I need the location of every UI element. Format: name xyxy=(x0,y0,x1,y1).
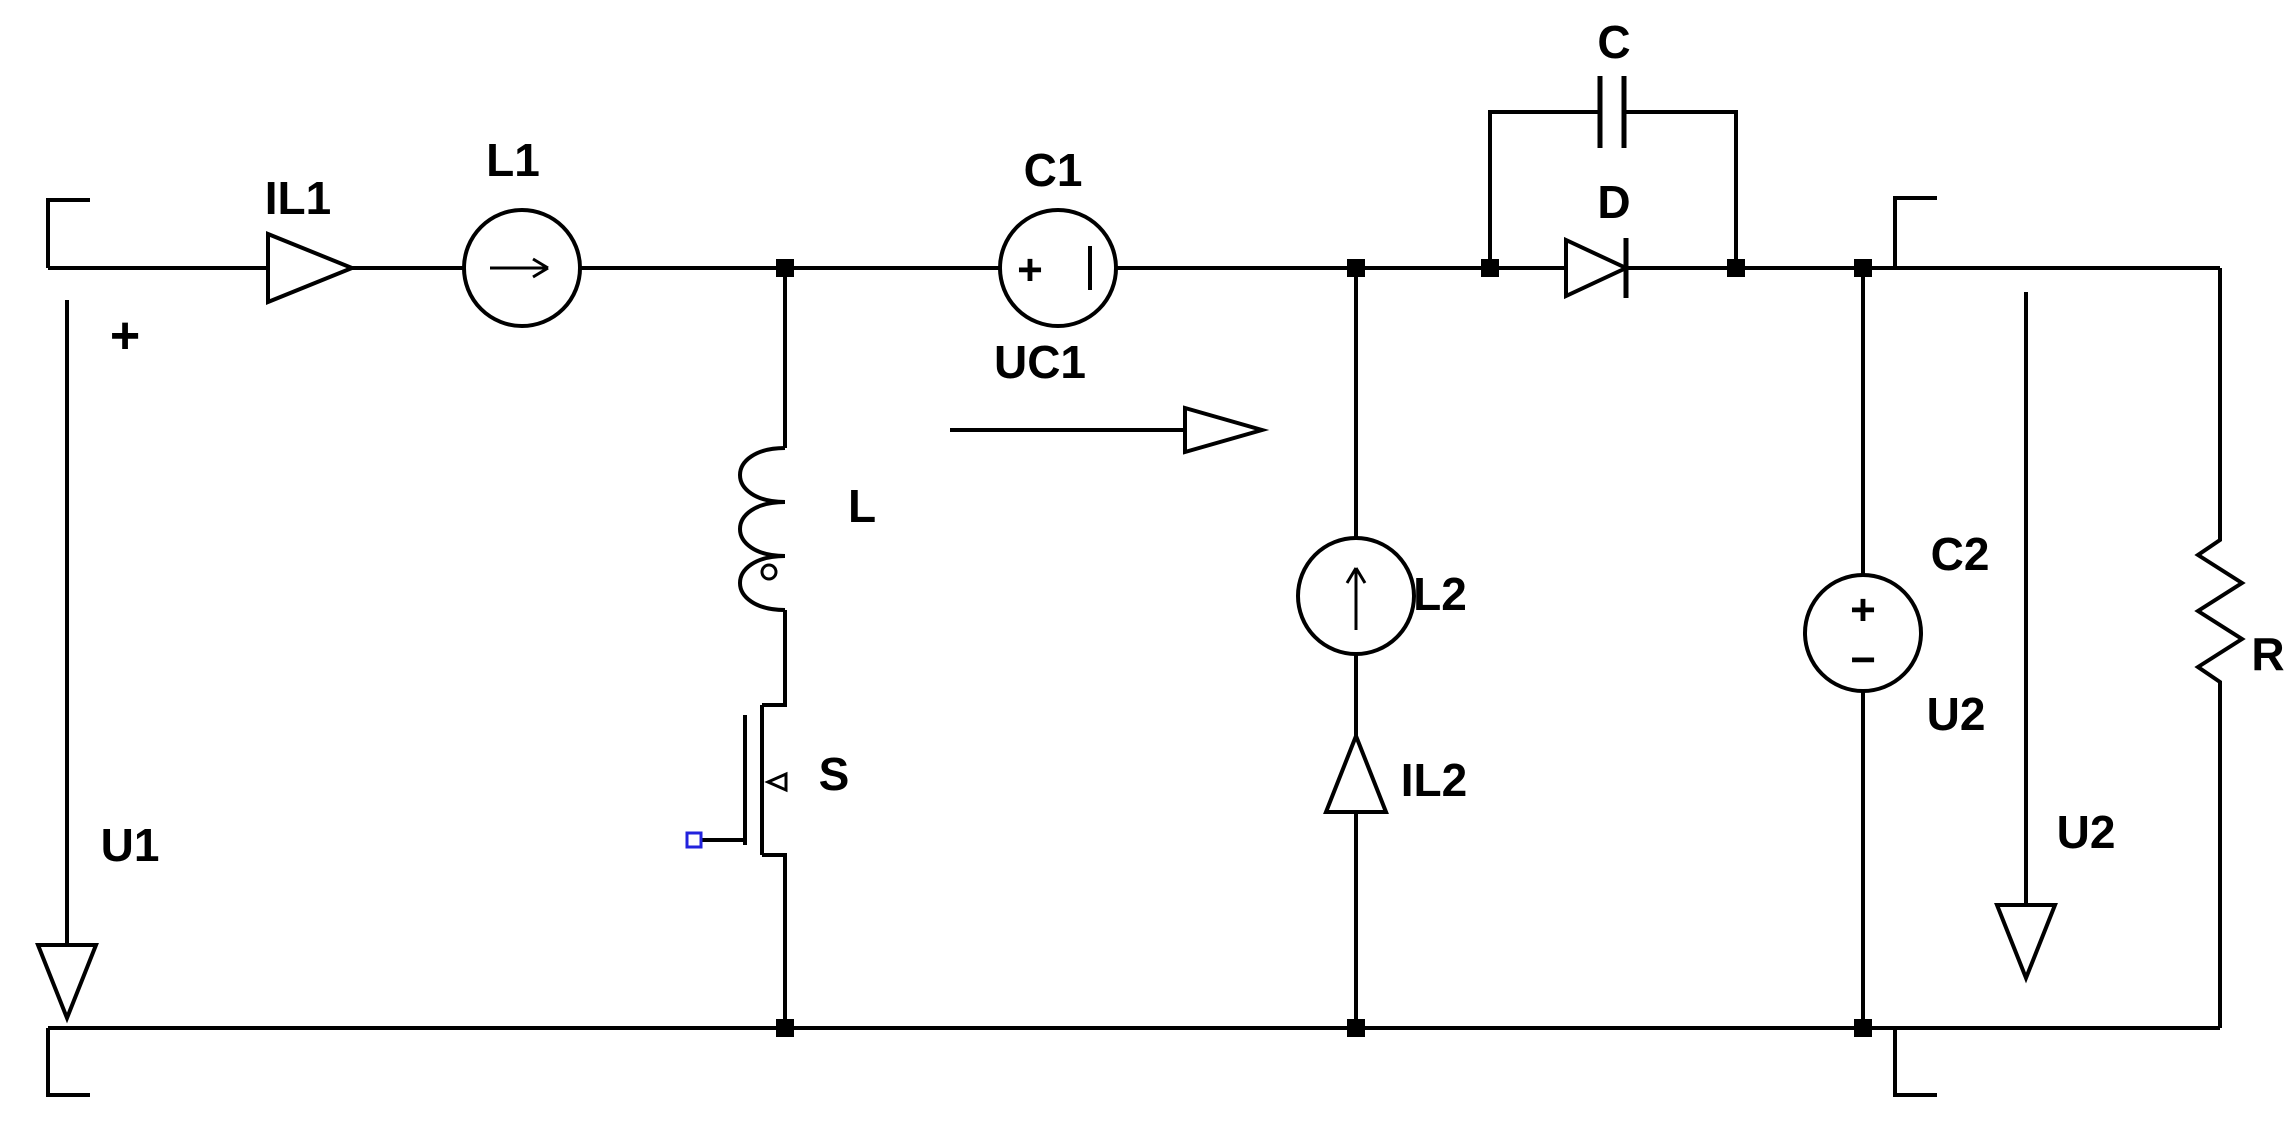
c2-minus-sign: − xyxy=(1850,636,1876,685)
label-uc1: UC1 xyxy=(994,336,1086,388)
node xyxy=(776,1019,794,1037)
label-r: R xyxy=(2251,628,2284,680)
node xyxy=(1854,259,1872,277)
label-il2: IL2 xyxy=(1401,754,1467,806)
terminal-output-bottom xyxy=(1893,1028,1937,1097)
connection-nodes xyxy=(776,259,1872,1037)
inductor-coil xyxy=(738,446,786,612)
current-arrow-il1 xyxy=(266,231,358,305)
c1-plus-sign: + xyxy=(1017,246,1043,295)
label-l1: L1 xyxy=(486,134,540,186)
l2-inner-arrow xyxy=(1345,567,1367,630)
capacitor-c2-symbol[interactable]: + − xyxy=(1803,573,1923,693)
node xyxy=(1481,259,1499,277)
u2-arrowhead xyxy=(1994,903,2058,984)
wire-mosfet-drain xyxy=(762,610,787,707)
c2-plus-sign: + xyxy=(1850,586,1876,635)
mosfet-arrow xyxy=(764,771,788,793)
label-l: L xyxy=(848,480,876,532)
inductor-l2-symbol[interactable] xyxy=(1296,536,1416,656)
node xyxy=(776,259,794,277)
u1-arrowhead xyxy=(35,943,99,1024)
label-c2: C2 xyxy=(1931,528,1990,580)
wire-cap-c-left xyxy=(1488,110,1600,268)
node xyxy=(1347,259,1365,277)
l1-inner-arrow xyxy=(490,257,549,279)
mosfet-symbol[interactable] xyxy=(685,563,788,849)
label-c: C xyxy=(1597,16,1630,68)
wire-mosfet-source xyxy=(762,853,787,1028)
node xyxy=(1854,1019,1872,1037)
label-l2: L2 xyxy=(1413,568,1467,620)
terminal-input-top xyxy=(46,198,90,268)
node xyxy=(1727,259,1745,277)
wires xyxy=(46,76,2246,1097)
capacitor-c1-symbol[interactable]: + xyxy=(998,208,1118,328)
wire-right-side xyxy=(2194,268,2246,1028)
voltage-arrow-u2 xyxy=(1994,292,2058,984)
inductor-l1-symbol[interactable] xyxy=(462,208,582,328)
wire-cap-c-right xyxy=(1624,110,1738,268)
uc1-arrowhead xyxy=(1183,405,1270,455)
label-u1: U1 xyxy=(101,819,160,871)
node xyxy=(1347,1019,1365,1037)
label-s: S xyxy=(819,748,850,800)
terminal-output-top xyxy=(1893,196,1937,268)
terminal-input-bottom xyxy=(46,1028,90,1097)
diode-symbol[interactable] xyxy=(1564,236,1631,300)
voltage-arrow-uc1 xyxy=(950,405,1270,455)
label-il1: IL1 xyxy=(265,172,331,224)
label-d: D xyxy=(1597,176,1630,228)
mosfet-gate-terminal-marker[interactable] xyxy=(685,831,703,849)
current-arrow-il2 xyxy=(1323,730,1389,814)
labels-layer: + U1 IL1 L1 C1 UC1 L S L2 IL2 C D C2 U2 … xyxy=(101,16,2285,871)
label-u2-output: U2 xyxy=(2057,806,2116,858)
label-u2-c2: U2 xyxy=(1927,688,1986,740)
coil-dot-marker xyxy=(760,563,778,581)
label-c1: C1 xyxy=(1024,144,1083,196)
label-input-plus: + xyxy=(110,307,140,365)
voltage-arrow-u1 xyxy=(35,300,99,1024)
